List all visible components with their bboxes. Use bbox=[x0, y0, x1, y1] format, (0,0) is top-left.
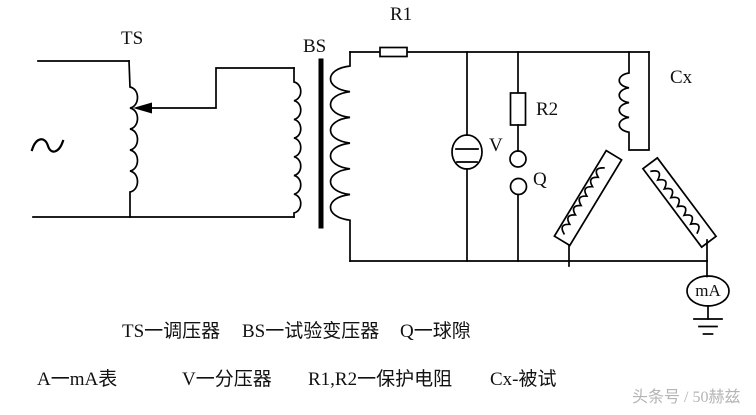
r2-resistor bbox=[509, 92, 527, 126]
caption-a-meter: A一mA表 bbox=[37, 369, 118, 390]
label-v: V bbox=[489, 135, 503, 156]
bs-primary-winding bbox=[293, 67, 302, 218]
label-q: Q bbox=[533, 169, 547, 190]
ts-winding bbox=[128, 60, 139, 218]
watermark: 头条号 / 50赫兹 bbox=[632, 389, 741, 406]
caption-q-sphere-gap: Q一球隙 bbox=[400, 321, 471, 342]
label-cx: Cx bbox=[670, 67, 693, 88]
label-r1: R1 bbox=[390, 4, 413, 25]
caption-r-protective-resistors: R1,R2一保护电阻 bbox=[308, 369, 453, 390]
ground-icon bbox=[693, 318, 723, 335]
sphere-gap-top bbox=[509, 150, 527, 168]
label-ts: TS bbox=[121, 28, 144, 49]
bs-secondary-winding bbox=[329, 51, 351, 262]
cx-left-column bbox=[553, 149, 623, 247]
caption-cx-test-object: Cx-被试 bbox=[490, 369, 557, 390]
wiper-arrow-line bbox=[148, 67, 295, 109]
label-r2: R2 bbox=[536, 99, 559, 120]
v-divider-body bbox=[451, 134, 483, 170]
caption-v-divider: V一分压器 bbox=[182, 369, 272, 390]
caption-bs-transformer: BS一试验变压器 bbox=[242, 321, 380, 342]
label-ma: mA bbox=[695, 281, 721, 300]
caption-ts-regulator: TS一调压器 bbox=[122, 321, 221, 342]
r1-resistor bbox=[379, 46, 408, 58]
sphere-gap-bottom bbox=[509, 177, 528, 196]
wiper-arrowhead-icon bbox=[133, 102, 152, 114]
cx-winding-loop bbox=[618, 51, 650, 151]
cx-right-column bbox=[641, 156, 718, 249]
label-bs: BS bbox=[303, 36, 327, 57]
ac-source-icon bbox=[30, 138, 65, 153]
